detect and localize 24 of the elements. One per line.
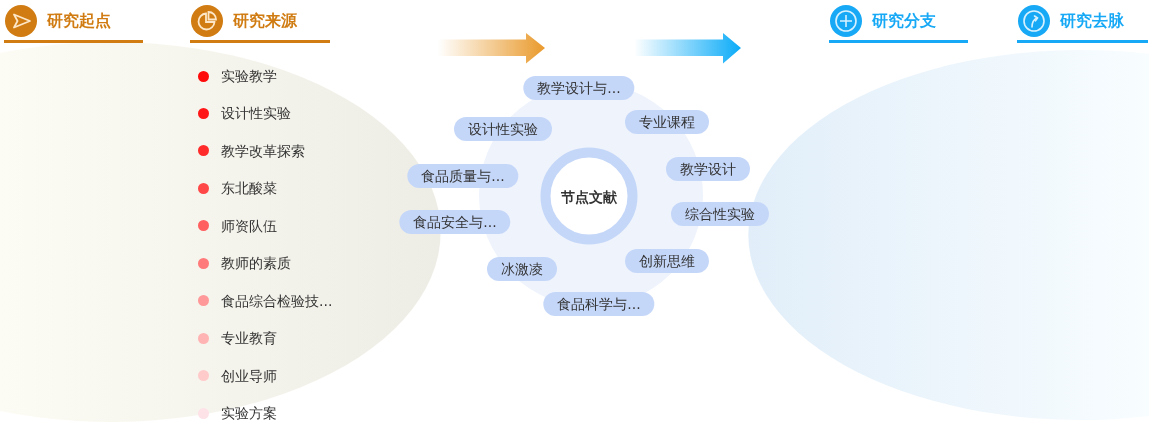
section-heading: 研究来源 bbox=[233, 11, 297, 31]
keyword-pill: 食品安全与... bbox=[399, 210, 511, 234]
section-heading: 研究分支 bbox=[872, 11, 936, 31]
list-item-text: 专业教育 bbox=[221, 329, 277, 349]
list-item-text: 教师的素质 bbox=[221, 254, 291, 274]
keyword-pill: 教学设计与... bbox=[523, 76, 635, 100]
keyword-pill: 综合性实验 bbox=[671, 202, 769, 226]
section-heading: 研究起点 bbox=[47, 11, 111, 31]
keyword-pill: 食品质量与... bbox=[407, 164, 519, 188]
list-item-text: 食品综合检验技... bbox=[221, 291, 333, 311]
keyword-pill: 冰激凌 bbox=[487, 257, 557, 281]
list-item-text: 实验教学 bbox=[221, 67, 277, 86]
list-item-text: 师资队伍 bbox=[221, 216, 277, 236]
list-item-text: 东北酸菜 bbox=[221, 179, 277, 199]
keyword-pill: 食品科学与... bbox=[543, 292, 655, 316]
list-item-text: 设计性实验 bbox=[221, 104, 291, 124]
list-item-text: 创业导师 bbox=[221, 366, 277, 386]
list-item-text: 实验方案 bbox=[221, 404, 277, 424]
keyword-pill: 创新思维 bbox=[625, 249, 709, 273]
keyword-pill: 教学设计 bbox=[666, 157, 750, 181]
list-item-text: 教学改革探索 bbox=[221, 141, 305, 161]
keyword-pill: 专业课程 bbox=[625, 110, 709, 134]
keyword-pill: 设计性实验 bbox=[454, 117, 552, 141]
section-heading: 研究去脉 bbox=[1060, 11, 1124, 31]
